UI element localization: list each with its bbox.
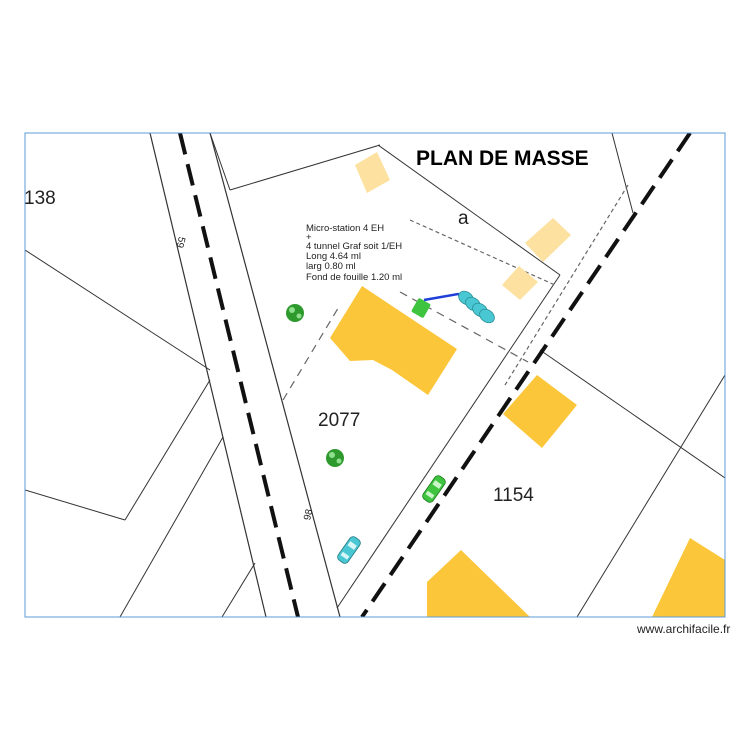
credit-text: www.archifacile.fr [637, 622, 731, 636]
svg-text:Long 4.64 ml: Long 4.64 ml [306, 251, 361, 262]
main-house [330, 286, 457, 395]
svg-text:Micro-station 4 EH: Micro-station 4 EH [306, 223, 384, 234]
parcel-number: 2077 [318, 410, 360, 431]
svg-text:Fond de fouille 1.20 ml: Fond de fouille 1.20 ml [306, 272, 402, 283]
svg-text:larg 0.80 ml: larg 0.80 ml [306, 261, 356, 272]
boundary-line [360, 133, 692, 617]
car-icon [422, 475, 446, 503]
graf-tunnels-icon [458, 290, 495, 324]
page-title: PLAN DE MASSE [416, 147, 589, 170]
parcel-letter: a [458, 208, 469, 229]
tree-icon [286, 304, 304, 322]
parcel-number: 1154 [493, 485, 534, 506]
parcel-number: 138 [24, 188, 56, 209]
car-icon [337, 536, 361, 564]
annotation: Micro-station 4 EH + 4 tunnel Graf soit … [306, 223, 402, 283]
parcel-lines [25, 133, 725, 617]
plan-frame [24, 132, 726, 618]
road-label: 59 [173, 236, 186, 250]
svg-text:4 tunnel Graf soit 1/EH: 4 tunnel Graf soit 1/EH [306, 241, 402, 252]
svg-text:+: + [306, 232, 312, 243]
tree-icon [326, 449, 344, 467]
setback-lines [282, 184, 629, 401]
micro-station-icon [411, 298, 431, 318]
other-buildings [427, 375, 725, 617]
road [149, 133, 341, 617]
road-label: 98 [302, 508, 315, 522]
